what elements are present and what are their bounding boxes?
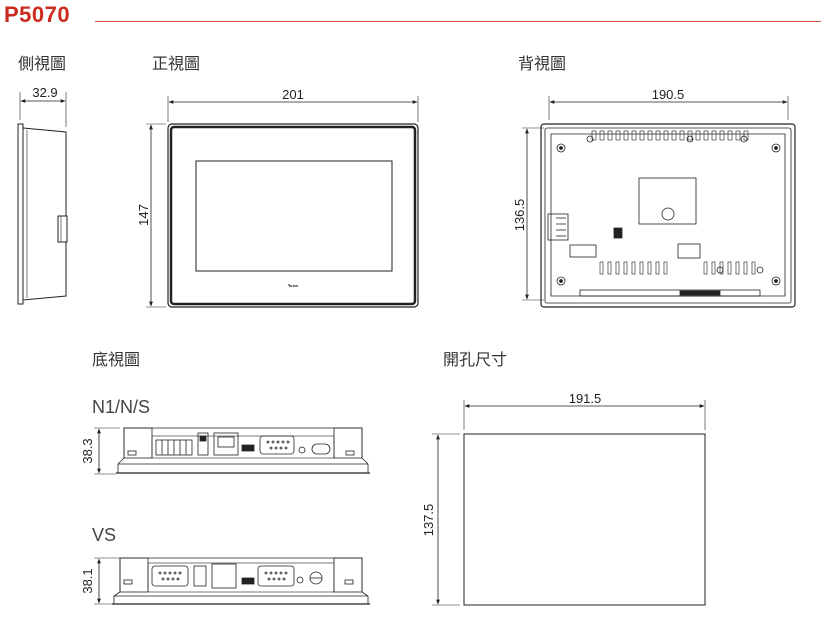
back-terminal-block: [547, 213, 569, 241]
label-back-view: 背視圖: [518, 54, 567, 73]
back-vent-slots-top: [591, 130, 749, 141]
sd-slot-icon: [311, 443, 331, 455]
dim-cutout-height: 137.5: [421, 504, 436, 537]
dim-cutout-width: 191.5: [569, 391, 602, 406]
bottom-view-vs: [94, 557, 370, 605]
label-bottom-view: 底視圖: [92, 350, 141, 369]
front-view: [146, 96, 419, 308]
dim-front-height: 147: [136, 204, 151, 226]
dim-back-height: 136.5: [512, 199, 527, 232]
screw-hole-icon: [771, 143, 781, 153]
power-jack-icon: [296, 576, 304, 584]
title-rule: [95, 21, 821, 22]
dim-bottom-n-height: 38.3: [80, 438, 95, 463]
latch-icon: [345, 450, 355, 456]
label-variant-n: N1/N/S: [92, 397, 151, 417]
switch-connector: [197, 432, 209, 456]
dim-front-width: 201: [282, 87, 304, 102]
front-brand-logo: ꟻᴀᴛᴇᴋ: [288, 283, 300, 288]
latch-icon: [127, 450, 137, 456]
latch-icon: [344, 579, 354, 585]
ethernet-port-icon: [213, 432, 239, 456]
model-title: P5070: [4, 2, 71, 27]
serial-port-icon: [259, 435, 295, 455]
dim-side-depth: 32.9: [32, 85, 57, 100]
screw-hole-icon: [556, 276, 566, 286]
usb-port-icon: [193, 565, 207, 587]
back-label-area: [638, 177, 697, 225]
screw-hole-icon: [556, 143, 566, 153]
back-switch: [613, 227, 623, 239]
back-connector: [569, 244, 597, 258]
label-front-view: 正視圖: [152, 54, 201, 73]
dim-bottom-vs-height: 38.1: [80, 568, 95, 593]
latch-icon: [123, 579, 133, 585]
dim-back-width: 190.5: [652, 87, 685, 102]
cutout-view: [432, 400, 706, 606]
serial-port-icon: [257, 565, 295, 587]
back-view: [522, 96, 796, 308]
back-vent-circle-icon: [661, 207, 675, 221]
back-bottom-rail: [579, 289, 761, 297]
serial-port-icon: [151, 565, 189, 587]
usb-port-icon: [241, 444, 255, 452]
label-cutout: 開孔尺寸: [443, 350, 508, 369]
label-variant-vs: VS: [92, 525, 117, 545]
ethernet-port-icon: [211, 563, 237, 589]
usb-mini-port-icon: [241, 577, 255, 585]
power-jack-icon: [298, 446, 306, 454]
side-view: [17, 92, 68, 305]
screw-hole-icon: [771, 276, 781, 286]
back-vent-slots-bottom: [599, 261, 756, 275]
label-side-view: 側視圖: [18, 54, 67, 73]
bottom-view-n: [94, 427, 370, 475]
back-port: [677, 243, 701, 259]
